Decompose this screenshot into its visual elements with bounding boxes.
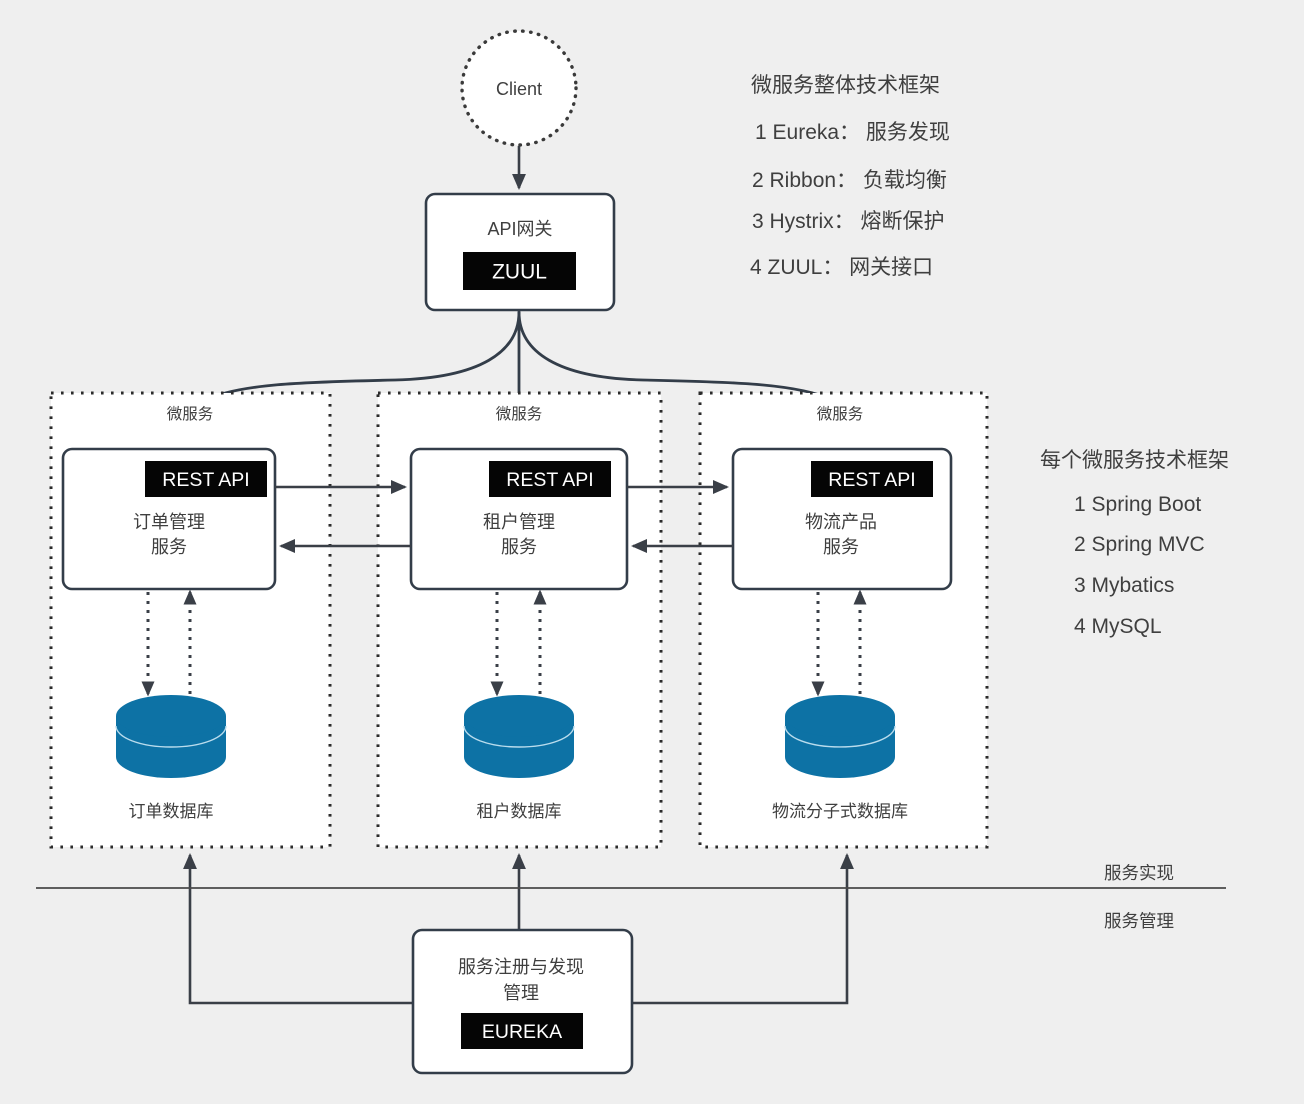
zuul-badge-bg <box>463 252 576 290</box>
service-2-title-line1: 租户管理 <box>483 512 555 532</box>
database-cylinder-top <box>464 695 574 737</box>
eureka-badge-bg <box>461 1013 583 1049</box>
annotation-per-service-item-4: 4 MySQL <box>1074 615 1162 638</box>
api-gateway-title: API网关 <box>487 219 552 239</box>
registry-links <box>183 852 854 1005</box>
panel-2-caption: 微服务 <box>496 405 543 423</box>
divider-label-below: 服务管理 <box>1104 911 1174 931</box>
annotation-framework-title: 微服务整体技术框架 <box>751 74 940 97</box>
service-1-title-line2: 服务 <box>151 537 187 557</box>
client-node[interactable]: Client <box>460 29 578 147</box>
database-cylinder-seam <box>115 725 227 748</box>
database-3-label: 物流分子式数据库 <box>772 802 908 821</box>
link-registry-to-panel-3 <box>632 852 854 1005</box>
eureka-badge-label: EUREKA <box>482 1021 562 1043</box>
api-gateway-node[interactable]: API网关 ZUUL <box>424 192 616 312</box>
registry-title-line1: 服务注册与发现 <box>458 957 584 977</box>
annotation-per-service-item-3: 3 Mybatics <box>1074 574 1174 597</box>
database-cylinder-top <box>116 695 226 737</box>
microservice-panel-2[interactable]: 微服务 REST API 租户管理 服务 租户数据库 <box>376 391 663 849</box>
database-1[interactable]: 订单数据库 <box>115 695 227 821</box>
database-2-label: 租户数据库 <box>477 802 562 821</box>
annotation-framework-item-2: 2 Ribbon： 负载均衡 <box>752 169 947 192</box>
service-1-badge-label: REST API <box>162 469 249 491</box>
dotted-circle-icon <box>460 29 578 147</box>
database-1-label: 订单数据库 <box>129 802 214 821</box>
database-3[interactable]: 物流分子式数据库 <box>772 695 908 821</box>
database-cylinder-top <box>785 695 895 737</box>
panel-3-caption: 微服务 <box>817 405 864 423</box>
zuul-badge-label: ZUUL <box>492 261 547 284</box>
database-cylinder-seam <box>463 725 575 748</box>
microservice-panel-3[interactable]: 微服务 REST API 物流产品 服务 物流分子式数据库 <box>698 391 989 849</box>
annotation-framework-item-3: 3 Hystrix： 熔断保护 <box>752 210 945 233</box>
service-3-badge-bg <box>811 461 933 497</box>
divider-label-above: 服务实现 <box>1104 863 1174 883</box>
annotation-framework: 微服务整体技术框架 1 Eureka： 服务发现 2 Ribbon： 负载均衡 … <box>750 74 950 279</box>
service-1-badge-bg <box>145 461 267 497</box>
service-interconnect-links <box>275 480 733 553</box>
client-label: Client <box>496 79 542 99</box>
service-2-badge-bg <box>489 461 611 497</box>
database-2[interactable]: 租户数据库 <box>463 695 575 821</box>
service-3-title-line1: 物流产品 <box>805 512 877 532</box>
annotation-per-service: 每个微服务技术框架 1 Spring Boot 2 Spring MVC 3 M… <box>1040 449 1229 638</box>
panel-1-caption: 微服务 <box>167 405 214 423</box>
database-cylinder-seam <box>784 725 896 748</box>
layer-divider: 服务实现 服务管理 <box>36 863 1226 931</box>
microservice-panel-1[interactable]: 微服务 REST API 订单管理 服务 订单数据库 <box>49 391 332 849</box>
service-1-title-line1: 订单管理 <box>133 512 205 532</box>
annotation-framework-item-4: 4 ZUUL： 网关接口 <box>750 256 933 279</box>
annotation-per-service-item-1: 1 Spring Boot <box>1074 493 1201 516</box>
link-registry-to-panel-1 <box>183 852 413 1005</box>
service-3-title-line2: 服务 <box>823 537 859 557</box>
service-registry-node[interactable]: 服务注册与发现 管理 EUREKA <box>411 928 634 1075</box>
service-2-badge-label: REST API <box>506 469 593 491</box>
service-3-badge-label: REST API <box>828 469 915 491</box>
annotation-framework-item-1: 1 Eureka： 服务发现 <box>755 121 950 144</box>
annotation-per-service-item-2: 2 Spring MVC <box>1074 533 1205 556</box>
registry-title-line2: 管理 <box>503 983 539 1003</box>
annotation-per-service-title: 每个微服务技术框架 <box>1040 449 1229 472</box>
service-2-title-line2: 服务 <box>501 537 537 557</box>
